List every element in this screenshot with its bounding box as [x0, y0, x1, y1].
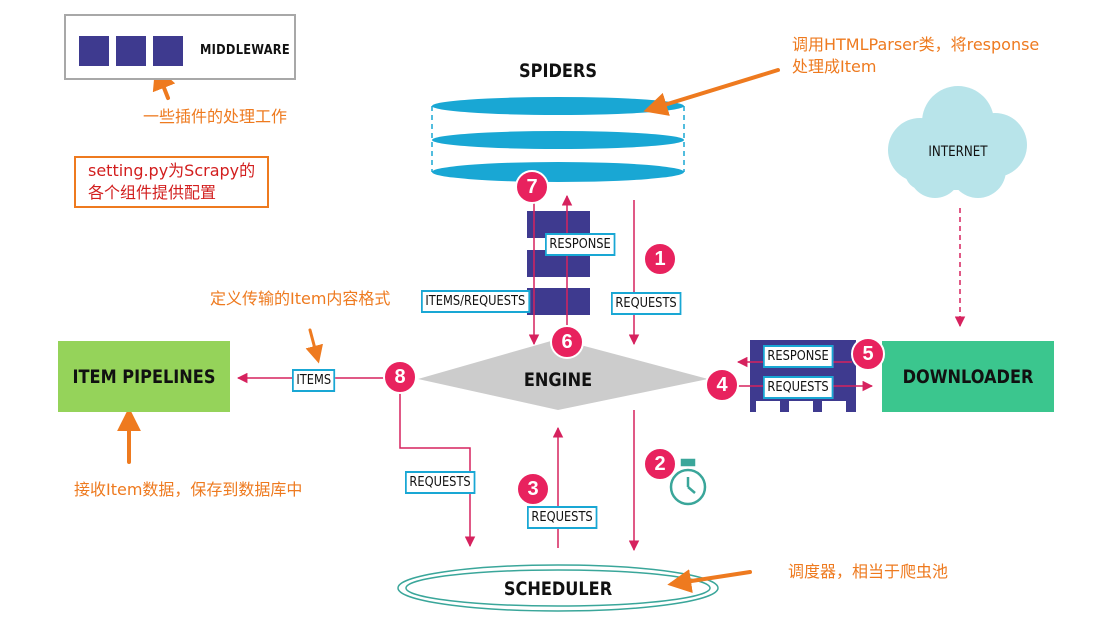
response-to-spiders-label: RESPONSE	[545, 233, 616, 256]
pipeline-note: 接收Item数据，保存到数据库中	[74, 480, 303, 499]
spider-note-line-2: 处理成Item	[792, 57, 877, 76]
step-badge-7: 7	[515, 170, 549, 204]
item-pipelines-box: ITEM PIPELINES	[58, 341, 230, 412]
internet-title: INTERNET	[928, 144, 988, 160]
middleware-swatch	[153, 36, 183, 66]
settings-note-line-2: 各个组件提供配置	[88, 183, 217, 202]
requests-from-spiders-label: REQUESTS	[611, 292, 682, 315]
requests-to-downloader-label: REQUESTS	[763, 376, 834, 399]
middleware-swatch	[116, 36, 146, 66]
spider-note: 调用HTMLParser类，将response 处理成Item	[792, 34, 1039, 78]
requests-from-scheduler-label: REQUESTS	[527, 506, 598, 529]
middleware-note: 一些插件的处理工作	[143, 107, 288, 126]
downloader-title: DOWNLOADER	[902, 366, 1034, 388]
scheduler-note: 调度器，相当于爬虫池	[788, 562, 949, 581]
spiders-store	[431, 97, 685, 182]
step-badge-1: 1	[643, 242, 677, 276]
step-badge-8: 8	[383, 360, 417, 394]
middleware-swatch	[79, 36, 109, 66]
spider-note-line-1: 调用HTMLParser类，将response	[792, 35, 1040, 54]
step-badge-2: 2	[643, 447, 677, 481]
downloader-box: DOWNLOADER	[882, 341, 1054, 412]
scheduler-title: SCHEDULER	[503, 578, 613, 600]
requests-to-scheduler-label: REQUESTS	[405, 471, 476, 494]
engine-node	[418, 339, 708, 410]
response-from-downloader-label: RESPONSE	[763, 345, 834, 368]
step-badge-4: 4	[705, 368, 739, 402]
step-badge-3: 3	[516, 472, 550, 506]
item-pipelines-title: ITEM PIPELINES	[72, 366, 216, 388]
step-badge-5: 5	[851, 337, 885, 371]
engine-title: ENGINE	[523, 369, 593, 391]
item-format-note: 定义传输的Item内容格式	[210, 289, 391, 308]
legend-label: MIDDLEWARE	[200, 43, 290, 58]
items-requests-label: ITEMS/REQUESTS	[421, 290, 530, 313]
settings-note-line-1: setting.py为Scrapy的	[88, 161, 256, 180]
items-label: ITEMS	[292, 369, 336, 392]
settings-note: setting.py为Scrapy的 各个组件提供配置	[74, 156, 270, 208]
internet-cloud	[888, 86, 1027, 198]
middleware-legend: MIDDLEWARE	[64, 14, 296, 80]
spider-middleware	[527, 211, 590, 315]
stopwatch-icon	[669, 458, 707, 506]
step-badge-6: 6	[550, 325, 584, 359]
scheduler-ring	[397, 564, 719, 612]
spiders-title: SPIDERS	[519, 60, 597, 82]
